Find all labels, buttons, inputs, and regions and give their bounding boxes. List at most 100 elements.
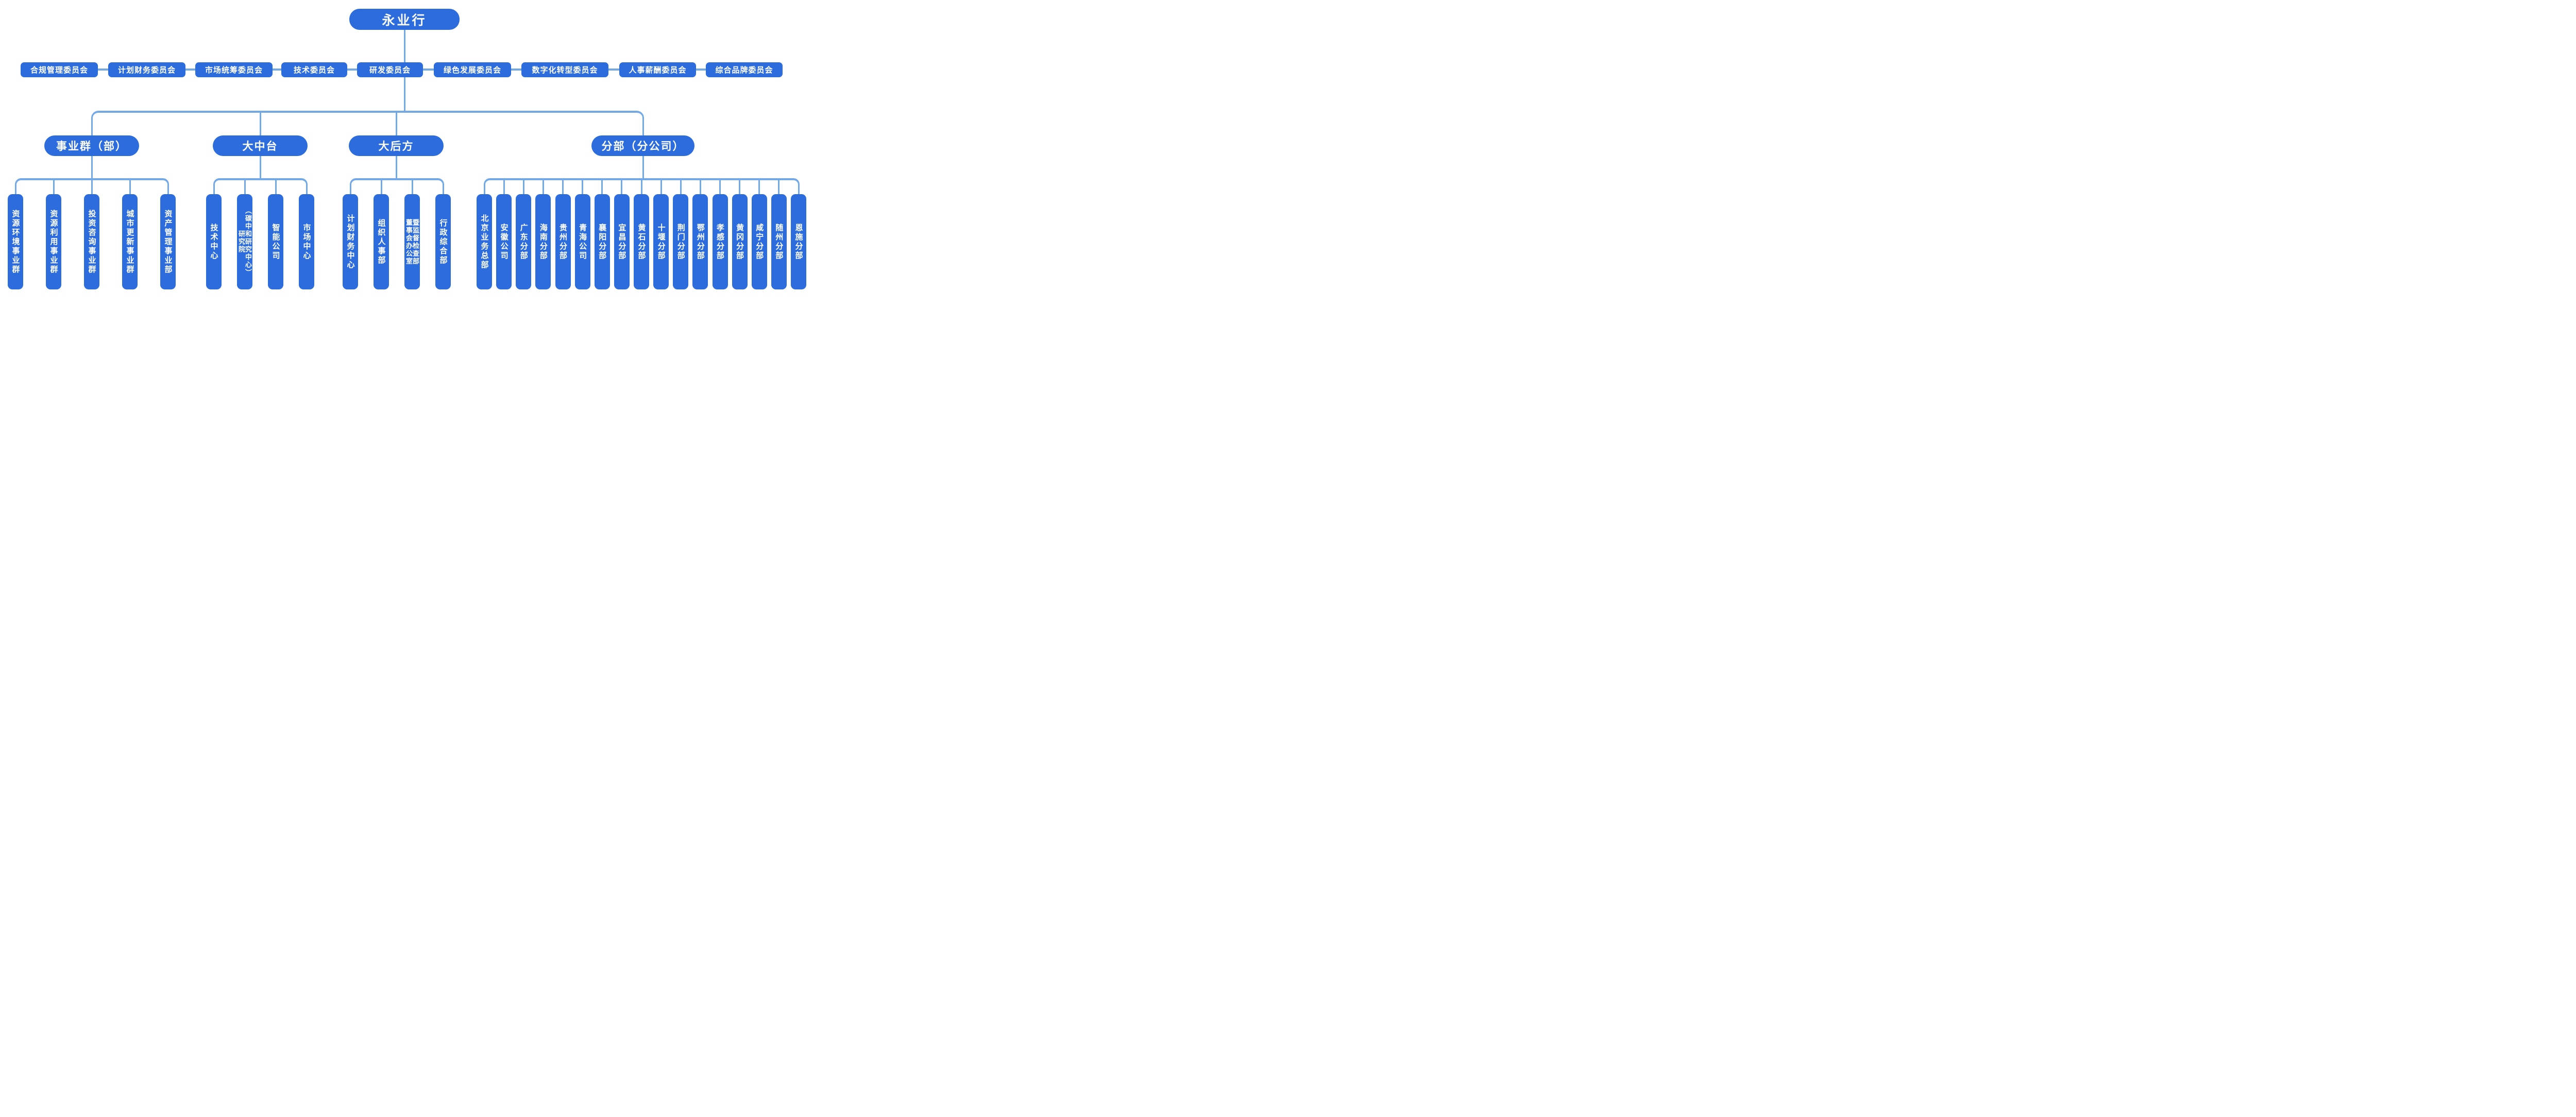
unit-node: 投资咨询事业群 bbox=[84, 194, 99, 289]
unit-node: 组织人事部 bbox=[374, 194, 389, 289]
unit-node: 海南分部 bbox=[535, 194, 551, 289]
unit-label: 投资咨询事业群 bbox=[87, 209, 96, 274]
unit-label: 孝感分部 bbox=[716, 223, 724, 261]
unit-label: 市场中心 bbox=[302, 223, 311, 261]
connector-drop bbox=[640, 179, 642, 194]
unit-label: 研究院 （碳中和研究中心） bbox=[238, 207, 252, 277]
unit-label: 董事会办公室 暨监督检查部 bbox=[405, 218, 419, 265]
unit-label: 黄石分部 bbox=[637, 223, 646, 261]
unit-label: 技术中心 bbox=[209, 223, 218, 261]
connector-drop bbox=[129, 179, 131, 194]
division-node: 事业群（部） bbox=[44, 135, 139, 156]
connector-drop bbox=[275, 179, 277, 194]
unit-label: 恩施分部 bbox=[794, 223, 803, 261]
unit-label: 资源环境事业群 bbox=[11, 209, 20, 274]
company-root-label: 永业行 bbox=[382, 13, 427, 28]
committee-node: 研发委员会 bbox=[357, 62, 423, 77]
connector-drop bbox=[380, 179, 382, 194]
committee-node: 市场统筹委员会 bbox=[195, 62, 273, 77]
unit-label: 资源利用事业群 bbox=[49, 209, 58, 274]
committee-node: 人事薪酬委员会 bbox=[619, 62, 696, 77]
unit-label: 贵州分部 bbox=[558, 223, 567, 261]
unit-node: 计划财务中心 bbox=[343, 194, 358, 289]
unit-node: 资源环境事业群 bbox=[8, 194, 23, 289]
unit-node: 北京业务总部 bbox=[477, 194, 492, 289]
unit-node: 宜昌分部 bbox=[614, 194, 630, 289]
connector-drop bbox=[621, 179, 623, 194]
committee-node: 技术委员会 bbox=[281, 62, 347, 77]
unit-label: 资产管理事业部 bbox=[163, 209, 173, 274]
unit-node: 十堰分部 bbox=[653, 194, 669, 289]
connector-drop bbox=[778, 179, 780, 194]
connector-drop bbox=[411, 179, 413, 194]
connector-branch-group3 bbox=[349, 178, 444, 194]
connector-stub bbox=[91, 156, 93, 178]
committee-label: 计划财务委员会 bbox=[117, 66, 176, 75]
committee-node: 计划财务委员会 bbox=[108, 62, 185, 77]
unit-label: 襄阳分部 bbox=[598, 223, 607, 261]
org-chart: 永业行 合规管理委员会 计划财务委员会 市场统筹委员会 技术委员会 研发委员会 … bbox=[0, 0, 808, 295]
unit-node: 黄石分部 bbox=[634, 194, 649, 289]
division-label: 分部（分公司） bbox=[601, 141, 685, 152]
connector-drop bbox=[601, 179, 603, 194]
unit-node: 随州分部 bbox=[771, 194, 787, 289]
unit-label: 黄冈分部 bbox=[735, 223, 744, 261]
connector-drop bbox=[739, 179, 741, 194]
committee-label: 绿色发展委员会 bbox=[443, 66, 501, 75]
unit-node: 恩施分部 bbox=[791, 194, 806, 289]
committee-label: 综合品牌委员会 bbox=[715, 66, 773, 75]
unit-label: 行政综合部 bbox=[438, 218, 448, 265]
unit-label: 随州分部 bbox=[774, 223, 784, 261]
committee-label: 技术委员会 bbox=[293, 66, 335, 75]
connector-stub bbox=[395, 156, 397, 178]
division-label: 大中台 bbox=[242, 141, 278, 152]
committee-label: 市场统筹委员会 bbox=[205, 66, 263, 75]
division-node: 大中台 bbox=[213, 135, 308, 156]
unit-label: 青海公司 bbox=[578, 223, 587, 261]
unit-node: 智能公司 bbox=[268, 194, 283, 289]
division-node: 大后方 bbox=[349, 135, 444, 156]
committee-label: 人事薪酬委员会 bbox=[629, 66, 687, 75]
unit-node: 贵州分部 bbox=[555, 194, 571, 289]
connector-drop bbox=[562, 179, 564, 194]
connector-branch-group2 bbox=[213, 178, 308, 194]
committee-node: 绿色发展委员会 bbox=[434, 62, 511, 77]
unit-label: 安徽公司 bbox=[499, 223, 509, 261]
company-root-node: 永业行 bbox=[349, 9, 460, 30]
connector-drop bbox=[91, 179, 93, 194]
committee-node: 数字化转型委员会 bbox=[521, 62, 608, 77]
committee-label: 研发委员会 bbox=[369, 66, 411, 75]
connector-stub bbox=[642, 156, 644, 178]
unit-node: 城市更新事业群 bbox=[122, 194, 138, 289]
unit-label: 十堰分部 bbox=[656, 223, 666, 261]
connector-drop bbox=[542, 179, 544, 194]
unit-node: 行政综合部 bbox=[435, 194, 451, 289]
unit-label: 智能公司 bbox=[271, 223, 280, 261]
unit-label: 海南分部 bbox=[538, 223, 548, 261]
connector-drop bbox=[503, 179, 505, 194]
connector-drop bbox=[522, 179, 524, 194]
connector-drop bbox=[660, 179, 662, 194]
unit-node: 广东分部 bbox=[516, 194, 532, 289]
connector-drop bbox=[699, 179, 701, 194]
connector-drop bbox=[259, 112, 261, 135]
unit-node: 市场中心 bbox=[299, 194, 314, 289]
committee-node: 综合品牌委员会 bbox=[706, 62, 783, 77]
connector-drop bbox=[758, 179, 760, 194]
unit-label: 北京业务总部 bbox=[480, 214, 489, 270]
connector-drop bbox=[244, 179, 246, 194]
unit-label: 宜昌分部 bbox=[617, 223, 626, 261]
unit-label: 计划财务中心 bbox=[346, 214, 355, 270]
connector-drop bbox=[680, 179, 682, 194]
unit-node: 董事会办公室 暨监督检查部 bbox=[404, 194, 420, 289]
unit-node: 资产管理事业部 bbox=[160, 194, 176, 289]
unit-label: 城市更新事业群 bbox=[125, 209, 134, 274]
unit-node: 孝感分部 bbox=[712, 194, 728, 289]
connector-drop bbox=[395, 112, 397, 135]
unit-node: 黄冈分部 bbox=[732, 194, 748, 289]
unit-label: 鄂州分部 bbox=[696, 223, 705, 261]
committee-label: 合规管理委员会 bbox=[30, 66, 88, 75]
unit-node: 襄阳分部 bbox=[594, 194, 610, 289]
unit-label: 组织人事部 bbox=[377, 218, 386, 265]
unit-node: 研究院 （碳中和研究中心） bbox=[237, 194, 252, 289]
